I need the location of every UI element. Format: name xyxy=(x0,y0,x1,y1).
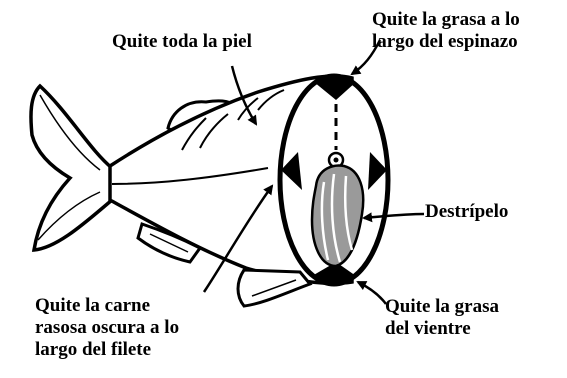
label-dark-flesh: Quite la carne rasosa oscura a lo largo … xyxy=(35,295,179,361)
label-backbone-fat-line-1: Quite la grasa a lo xyxy=(372,9,520,31)
label-remove-skin: Quite toda la piel xyxy=(112,31,252,53)
tail-fin xyxy=(31,86,112,250)
label-belly-fat: Quite la grasa del vientre xyxy=(385,296,499,340)
label-dark-flesh-line-2: rasosa oscura a lo xyxy=(35,317,179,339)
label-dark-flesh-line-1: Quite la carne xyxy=(35,295,179,317)
label-dark-flesh-line-3: largo del filete xyxy=(35,339,179,361)
label-belly-fat-line-1: Quite la grasa xyxy=(385,296,499,318)
label-belly-fat-line-2: del vientre xyxy=(385,318,499,340)
arrow-belly xyxy=(358,282,386,304)
label-backbone-fat: Quite la grasa a lo largo del espinazo xyxy=(372,9,520,53)
label-backbone-fat-line-2: largo del espinazo xyxy=(372,31,520,53)
label-gut: Destrípelo xyxy=(425,201,508,223)
